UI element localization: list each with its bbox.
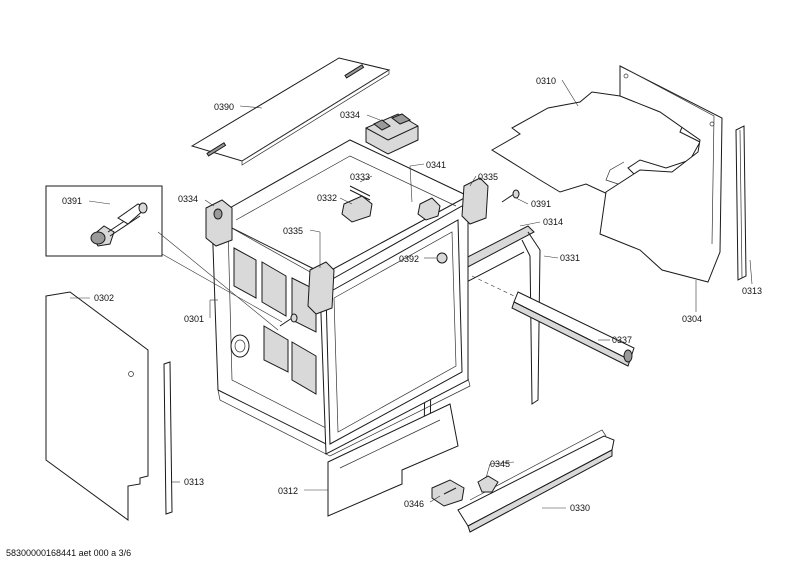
part-0390-top-strip — [190, 57, 391, 166]
inset-box-0391 — [45, 185, 163, 257]
label-0304: 0304 — [682, 314, 702, 324]
label-0331: 0331 — [560, 253, 580, 263]
part-0335-bracket-right — [461, 177, 489, 225]
label-0313-right: 0313 — [742, 286, 762, 296]
part-0334-bracket-top — [365, 113, 419, 155]
label-0334-top: 0334 — [340, 110, 360, 120]
part-0345-cover — [477, 475, 499, 493]
label-0346: 0346 — [404, 499, 424, 509]
label-0334-left: 0334 — [178, 194, 198, 204]
label-0390: 0390 — [214, 102, 234, 112]
label-0330: 0330 — [570, 503, 590, 513]
part-0313-trim-left — [163, 361, 173, 515]
part-0314-0331-door-seal-frame — [319, 205, 541, 455]
part-0304-side-insulation — [599, 65, 723, 283]
label-0302: 0302 — [94, 293, 114, 303]
part-0302-side-panel — [45, 291, 149, 521]
label-0391-right: 0391 — [531, 199, 551, 209]
part-labels: 0390 0334 0310 0391 0334 0333 0341 0332 … — [62, 76, 762, 513]
part-0341-clip — [417, 197, 441, 221]
part-0330-base-rail — [457, 429, 615, 533]
label-0335-left: 0335 — [283, 226, 303, 236]
label-0332: 0332 — [317, 193, 337, 203]
label-0391-inset: 0391 — [62, 196, 82, 206]
label-0314: 0314 — [543, 217, 563, 227]
part-0313-trim-right — [735, 125, 747, 281]
part-0346-module — [431, 479, 465, 507]
label-0310: 0310 — [536, 76, 556, 86]
part-0335-bracket-left — [307, 261, 335, 315]
label-0333: 0333 — [350, 172, 370, 182]
footer-document-id: 58300000168441 aet 000 a 3/6 — [6, 548, 131, 558]
label-0345: 0345 — [490, 459, 510, 469]
label-0301: 0301 — [184, 314, 204, 324]
part-0392-nut — [436, 252, 448, 264]
label-0337: 0337 — [612, 335, 632, 345]
part-0312-kick-plate — [327, 403, 459, 517]
part-0337-rail — [471, 275, 635, 367]
leader-lines — [70, 79, 753, 509]
part-0334-bracket-left — [205, 199, 233, 247]
part-0391-screw-right — [501, 189, 520, 203]
label-0341: 0341 — [426, 160, 446, 170]
part-0310-insulation-mat — [491, 87, 701, 197]
label-0312: 0312 — [278, 486, 298, 496]
part-0391-screw-left — [279, 313, 298, 327]
label-0335-right: 0335 — [478, 172, 498, 182]
label-0392: 0392 — [399, 254, 419, 264]
label-0313-left: 0313 — [184, 477, 204, 487]
